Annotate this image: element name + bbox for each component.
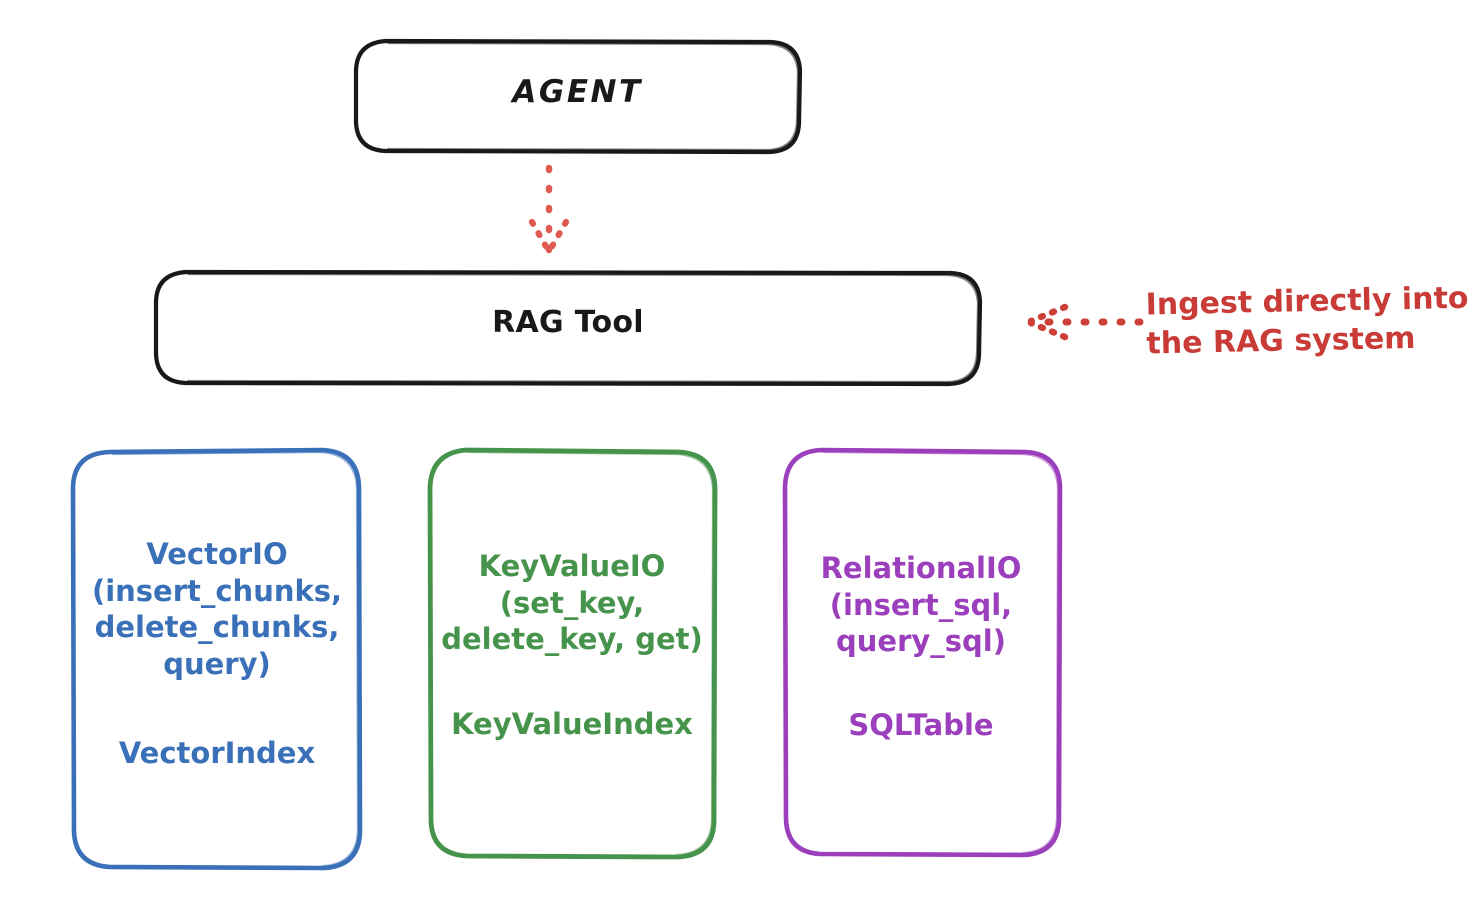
ragtool-box[interactable] — [153, 269, 983, 387]
vector-store-operations-label: VectorIO (insert_chunks, delete_chunks, … — [91, 537, 343, 681]
agent-box-sketch-overlay — [386, 41, 800, 152]
relational-store-box[interactable] — [782, 447, 1063, 858]
vector-store-box-sketch-overlay — [111, 450, 360, 868]
agent-label: AGENT — [512, 74, 643, 110]
relational-store-index-label: SQLTable — [848, 708, 994, 742]
vector-store-index-label: VectorIndex — [118, 736, 316, 770]
keyvalue-store-box[interactable] — [427, 447, 718, 860]
relational-store-box-sketch-overlay — [822, 450, 1060, 855]
agent-box[interactable] — [353, 38, 803, 155]
keyvalue-store-index-label: KeyValueIndex — [451, 707, 693, 741]
rag-tool-label: RAG Tool — [492, 305, 644, 340]
ragtool-box-sketch-overlay — [186, 272, 980, 384]
relational-store-operations-label: RelationalIO (insert_sql, query_sql) — [820, 551, 1022, 659]
ingest-annotation-label: Ingest directly into the RAG system — [1145, 280, 1469, 362]
agent-to-ragtool-arrow — [528, 164, 570, 256]
vector-store-box[interactable] — [70, 447, 363, 871]
keyvalue-store-operations-label: KeyValueIO (set_key, delete_key, get) — [441, 549, 703, 657]
ingest-annotation-arrow — [1027, 303, 1144, 341]
keyvalue-store-box-sketch-overlay — [467, 450, 715, 857]
